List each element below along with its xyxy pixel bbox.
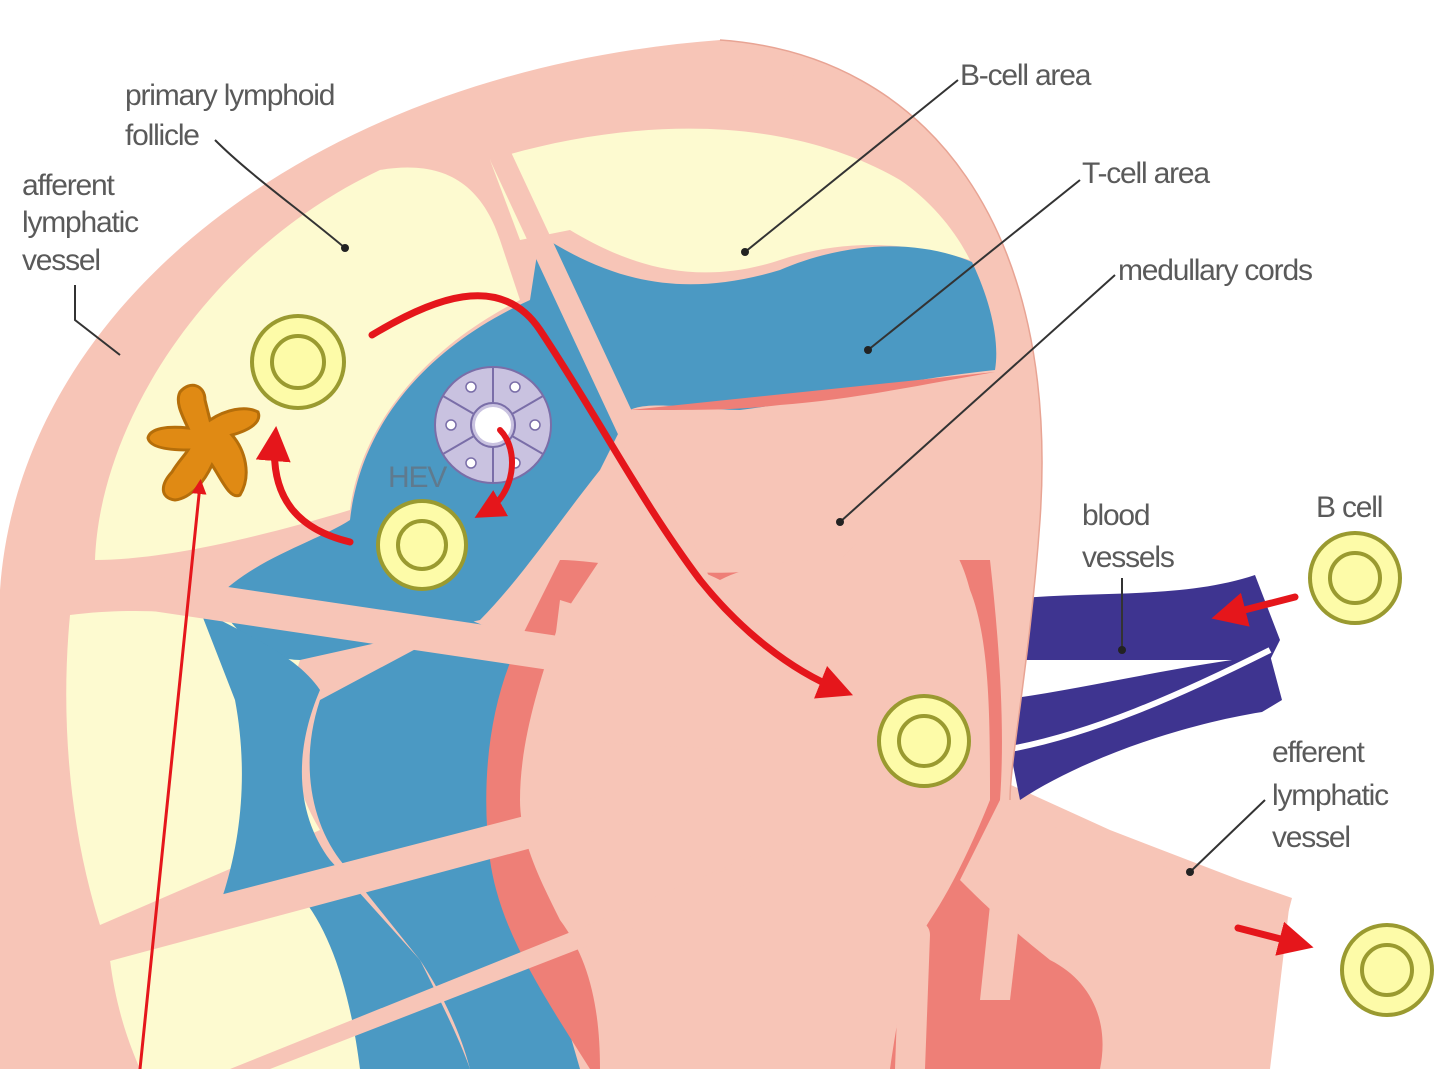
label-efferent-1: efferent: [1272, 736, 1365, 769]
b-cell-icon: [376, 499, 468, 591]
arrow-b-cell-out: [1234, 921, 1314, 956]
label-blood-1: blood: [1082, 499, 1149, 532]
outline-strokes: [719, 39, 1043, 801]
afferent-vessel-stub: [108, 340, 135, 375]
capsule-stub-top: [760, 60, 795, 100]
arrow-follicle-to-medulla: [368, 292, 853, 699]
label-efferent-2: lymphatic: [1272, 779, 1389, 812]
label-b-cell-area: B-cell area: [960, 59, 1092, 92]
migration-arrows: [138, 292, 1314, 1069]
label-primary-follicle-1: primary lymphoid: [125, 79, 334, 112]
label-efferent-3: vessel: [1272, 821, 1350, 854]
label-afferent-2: lymphatic: [22, 206, 139, 239]
label-primary-follicle-2: follicle: [125, 119, 199, 152]
hev-icon: [434, 366, 552, 484]
label-afferent-1: afferent: [22, 169, 115, 202]
label-medullary-cords: medullary cords: [1118, 254, 1312, 287]
label-b-cell-in: B cell: [1316, 491, 1382, 524]
trabeculae: [78, 150, 808, 1069]
arrow-dendritic-in: [138, 479, 207, 1069]
leader-lines: [74, 79, 1266, 876]
label-t-cell-area: T-cell area: [1082, 157, 1210, 190]
labels: primary lymphoid follicle afferent lymph…: [22, 59, 1390, 854]
t-cell-area-lower: [200, 610, 470, 1069]
arrow-blood-b-cell-in: [1211, 592, 1299, 627]
label-afferent-3: vessel: [22, 244, 100, 277]
label-hev: HEV: [388, 461, 447, 494]
b-cell-icon: [250, 314, 346, 410]
b-cell-area-region: [490, 128, 970, 273]
b-cell-icon: [1308, 531, 1402, 625]
label-blood-2: vessels: [1082, 541, 1174, 574]
b-cell-icon: [1340, 923, 1434, 1017]
lower-follicle-2: [110, 895, 360, 1069]
arrow-hev-to-tcell: [474, 427, 515, 518]
blood-vessels: [1000, 575, 1282, 800]
arrow-tcell-to-follicle: [255, 426, 354, 546]
b-cell-icon: [877, 694, 971, 788]
